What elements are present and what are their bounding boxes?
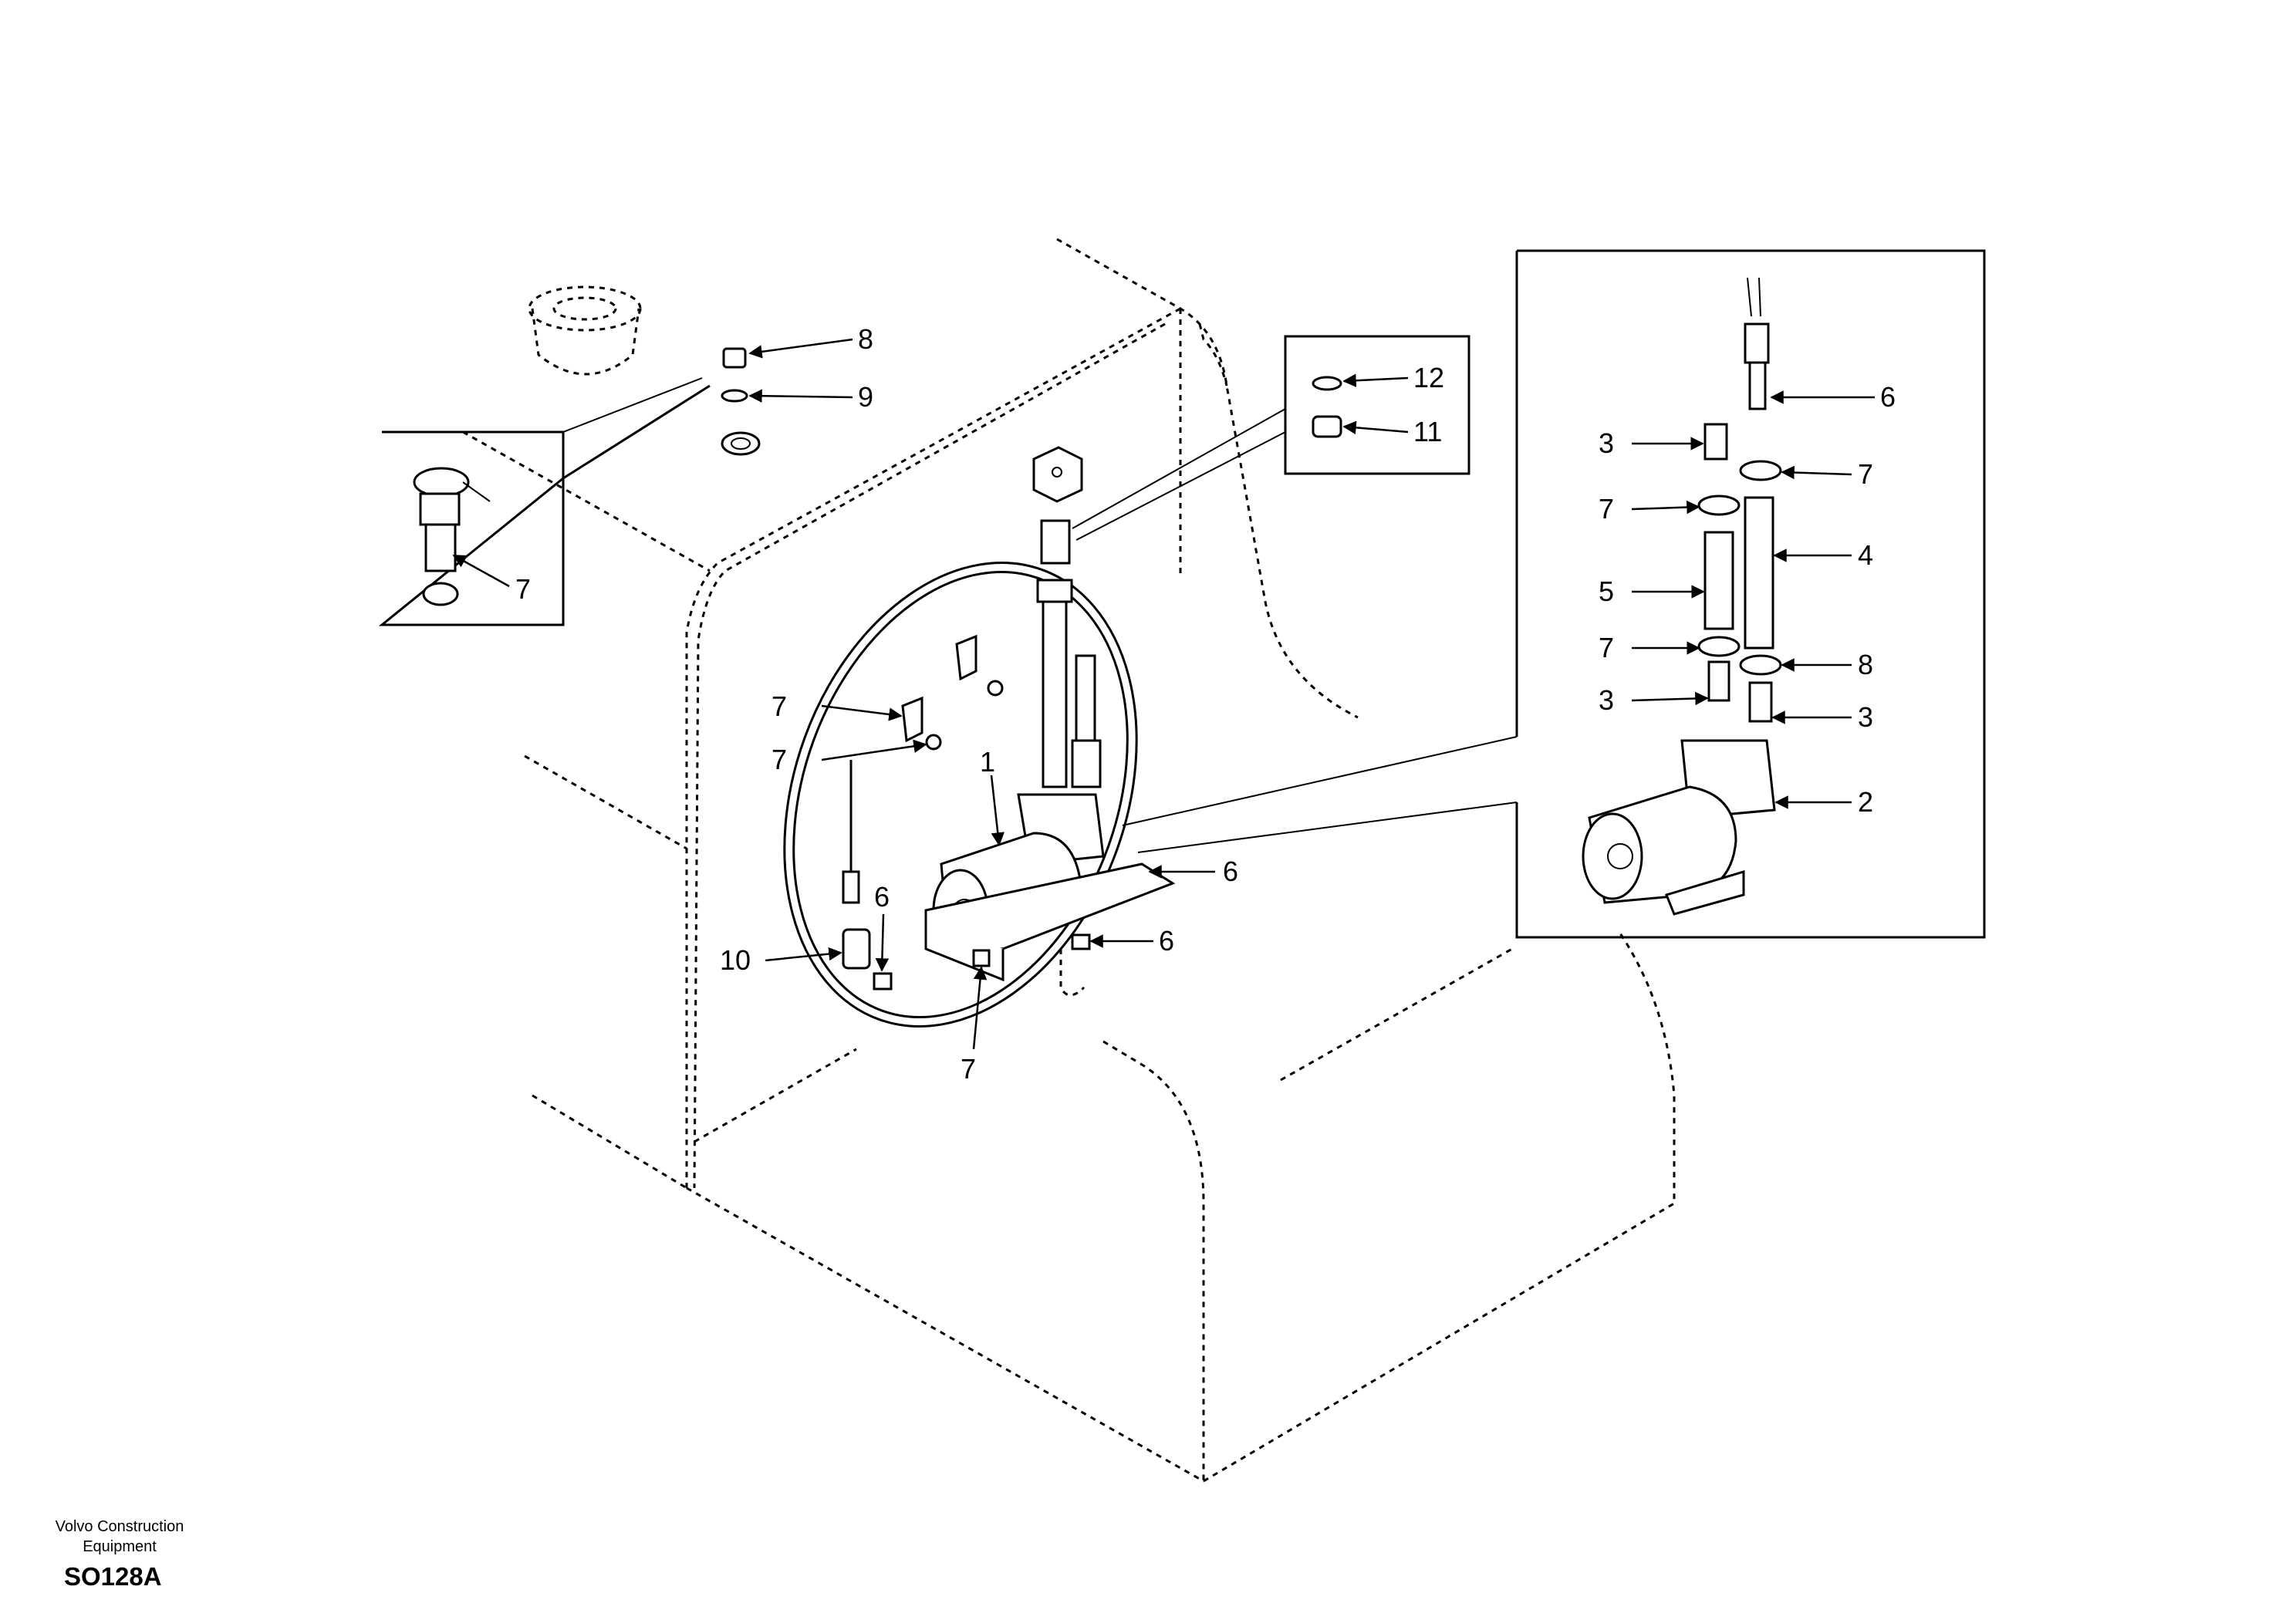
footer: Volvo Construction Equipment SO128A xyxy=(56,1518,184,1591)
callout-2: 2 xyxy=(1858,786,1873,818)
cube-part xyxy=(1032,446,1083,503)
callout-8: 6 xyxy=(1159,925,1174,957)
footer-company-line2: Equipment xyxy=(83,1538,157,1555)
pump-assembly xyxy=(924,519,1176,982)
callout-6-main-view: 6 xyxy=(874,881,890,913)
hose-loop xyxy=(783,562,1138,1028)
brackets xyxy=(901,634,1004,751)
callout-10: 7 xyxy=(961,1053,976,1085)
leader-lines xyxy=(452,338,1875,1050)
callout-11: 7 xyxy=(772,690,787,722)
callout-9: 6 xyxy=(1223,856,1238,887)
callout-18: 12 xyxy=(1413,362,1444,393)
callout-3-top: 3 xyxy=(1599,427,1614,459)
callout-13: 7 xyxy=(515,573,531,605)
filler-cap-outline xyxy=(528,285,642,376)
callout-17: 11 xyxy=(1413,416,1442,447)
callout-14: 8 xyxy=(858,323,873,355)
footer-company-line1: Volvo Construction xyxy=(56,1518,184,1535)
detail-box xyxy=(1122,249,1986,939)
callout-labels: 8 9 7 12 11 7 7 1 6 6 6 6 6 10 7 6 3 7 7… xyxy=(515,323,1896,1085)
callout-7-bottom-right: 8 xyxy=(1858,649,1873,680)
callout-5: 5 xyxy=(1599,575,1614,607)
footer-drawing-code: SO128A xyxy=(64,1562,162,1591)
callout-16: 10 xyxy=(720,944,751,976)
callout-7-top-left: 7 xyxy=(1599,493,1614,525)
callout-3-mid: 3 xyxy=(1599,684,1614,716)
callout-6-detail-view: 6 xyxy=(1880,381,1896,413)
plug-and-seal-parts xyxy=(721,347,761,456)
callout-1: 1 xyxy=(980,746,995,778)
callout-4: 4 xyxy=(1858,539,1873,571)
small-parts xyxy=(842,760,1091,997)
inset-fitting-box xyxy=(1072,335,1470,541)
inset-sensor-box xyxy=(378,377,711,626)
callout-15: 9 xyxy=(858,381,873,413)
callout-12: 7 xyxy=(772,744,787,775)
level-sensor-part xyxy=(413,467,491,606)
callout-7-bottom-left: 7 xyxy=(1599,632,1614,663)
callout-7-top-right: 7 xyxy=(1858,458,1873,490)
tank-outline xyxy=(462,238,1676,1483)
detail-parts xyxy=(1582,277,1782,916)
callout-3-right: 3 xyxy=(1858,701,1873,733)
